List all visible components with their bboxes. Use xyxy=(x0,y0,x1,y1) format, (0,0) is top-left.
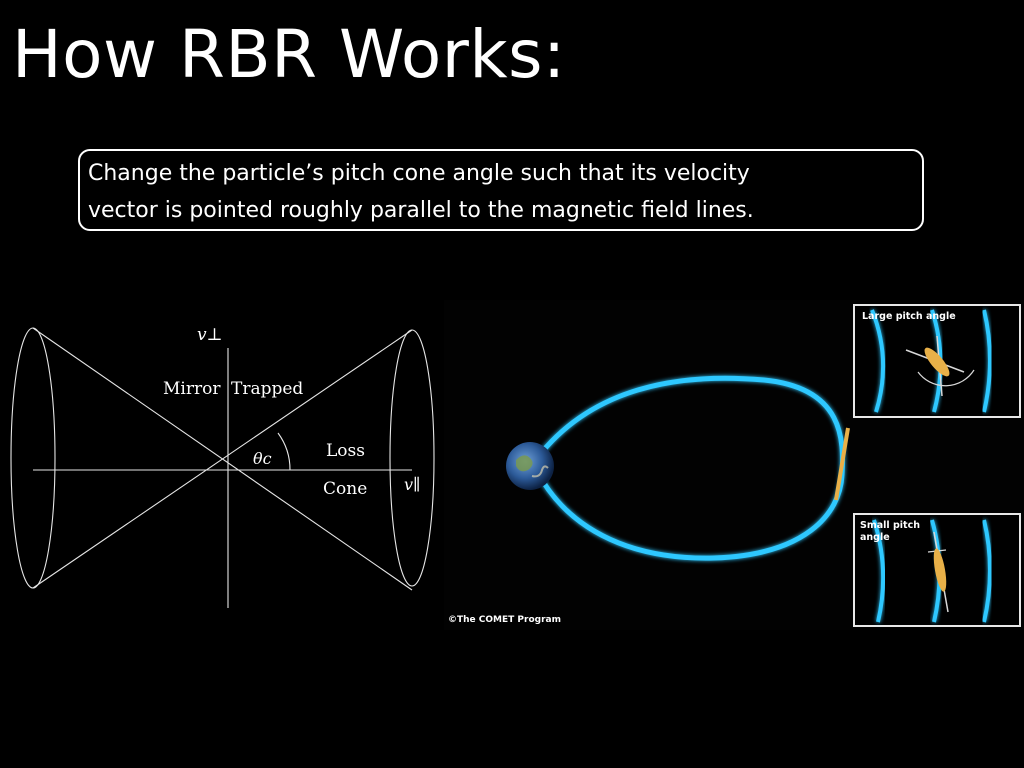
cone-label: Cone xyxy=(323,479,367,499)
field-line-diagram: Large pitch angle Small pitch angle ©The… xyxy=(444,300,1024,630)
theta-c-label: θc xyxy=(253,449,272,468)
particle-track xyxy=(834,427,850,501)
cone-edge-lower-left xyxy=(32,329,413,589)
large-pitch-label: Large pitch angle xyxy=(862,311,956,322)
callout-line-1: Change the particle’s pitch cone angle s… xyxy=(88,161,750,186)
mirror-label: Mirror xyxy=(163,379,221,399)
left-cone-ellipse xyxy=(10,327,56,589)
magnetic-field-loop xyxy=(539,375,845,561)
large-pitch-angle-inset: Large pitch angle xyxy=(853,304,1021,418)
small-pitch-label-1: Small pitch xyxy=(860,520,920,531)
v-parallel-label: v∥ xyxy=(404,475,420,494)
loss-cone-diagram: v⊥ Mirror Trapped θc Loss Cone v∥ xyxy=(0,318,440,618)
slide-title: How RBR Works: xyxy=(12,16,566,93)
callout-line-2: vector is pointed roughly parallel to th… xyxy=(88,198,754,223)
trapped-label: Trapped xyxy=(231,379,303,399)
comet-credit: ©The COMET Program xyxy=(448,615,561,625)
right-cone-ellipse xyxy=(389,329,435,587)
small-pitch-label-2: angle xyxy=(860,532,890,543)
v-perp-label: v⊥ xyxy=(197,325,223,345)
explanation-callout: Change the particle’s pitch cone angle s… xyxy=(78,149,924,231)
small-pitch-angle-inset: Small pitch angle xyxy=(853,513,1021,627)
loss-label: Loss xyxy=(326,441,365,461)
theta-c-arc xyxy=(277,432,291,471)
